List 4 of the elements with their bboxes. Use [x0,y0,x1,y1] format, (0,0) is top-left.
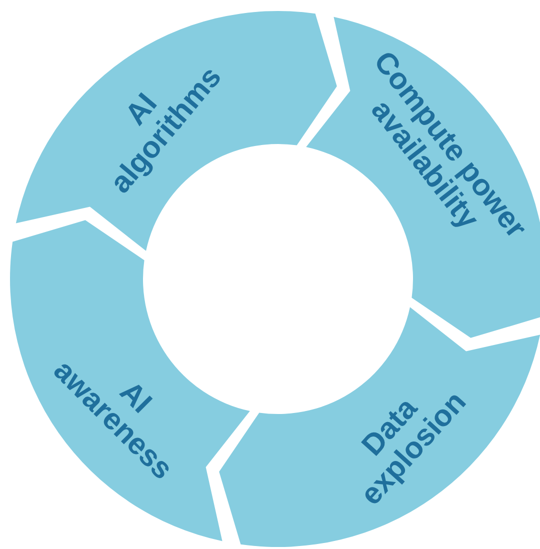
ring-segment [219,307,540,547]
ring-segment [306,16,540,338]
ring-segment [10,220,250,542]
ring-segment [16,11,337,251]
